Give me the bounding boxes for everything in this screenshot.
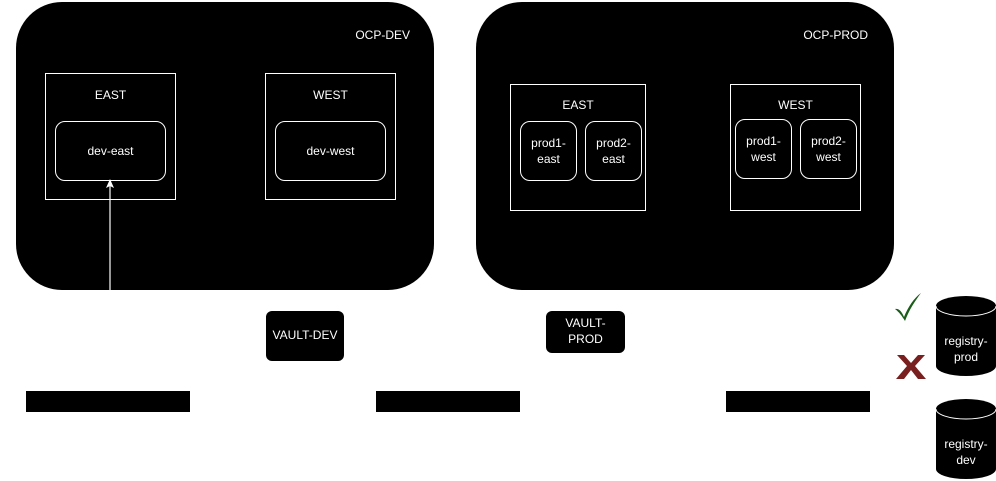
bottom-bar-2 [376, 391, 520, 412]
dev-east-node[interactable]: dev-east [55, 121, 166, 181]
bottom-bar-1 [26, 391, 190, 412]
prod-east-region: EAST prod1- east prod2- east [510, 84, 646, 211]
dev-east-region-title: EAST [94, 88, 127, 102]
prod1-east-node[interactable]: prod1- east [520, 121, 577, 181]
prod2-east-node[interactable]: prod2- east [585, 121, 642, 181]
registry-prod-cylinder-icon [935, 296, 996, 376]
registry-dev-cylinder-icon [935, 399, 996, 479]
dev-west-region: WEST dev-west [265, 73, 396, 200]
dev-west-node[interactable]: dev-west [275, 121, 386, 181]
prod-west-region: WEST prod1- west prod2- west [730, 84, 861, 211]
registry-prod-label: registry- prod [944, 334, 988, 365]
prod2-west-node[interactable]: prod2- west [800, 119, 857, 179]
prod-east-region-title: EAST [562, 98, 594, 112]
bottom-bar-3 [726, 391, 870, 412]
check-mark-shape [895, 293, 921, 321]
dev-east-arrow-head [106, 179, 114, 188]
registry-dev-label: registry- dev [944, 437, 988, 468]
vault-prod-box[interactable]: VAULT- PROD [546, 311, 625, 353]
cross-mark-shape [896, 355, 926, 379]
ocp-prod-cluster: OCP-PROD EAST prod1- east prod2- east WE… [476, 2, 894, 290]
check-icon [895, 293, 921, 321]
dev-east-region: EAST dev-east [45, 73, 176, 200]
ocp-dev-cluster: OCP-DEV EAST dev-east WEST dev-west [16, 2, 434, 290]
dev-east-arrow [106, 179, 114, 290]
prod1-west-node[interactable]: prod1- west [735, 119, 792, 179]
dev-west-region-title: WEST [313, 88, 348, 102]
ocp-dev-title: OCP-DEV [355, 28, 410, 42]
registry-prod-db[interactable]: registry- prod [935, 295, 996, 377]
vault-dev-box[interactable]: VAULT-DEV [266, 311, 344, 361]
ocp-prod-title: OCP-PROD [803, 28, 868, 42]
registry-dev-db[interactable]: registry- dev [935, 398, 996, 480]
cross-icon [896, 355, 926, 379]
prod-west-region-title: WEST [778, 98, 813, 112]
